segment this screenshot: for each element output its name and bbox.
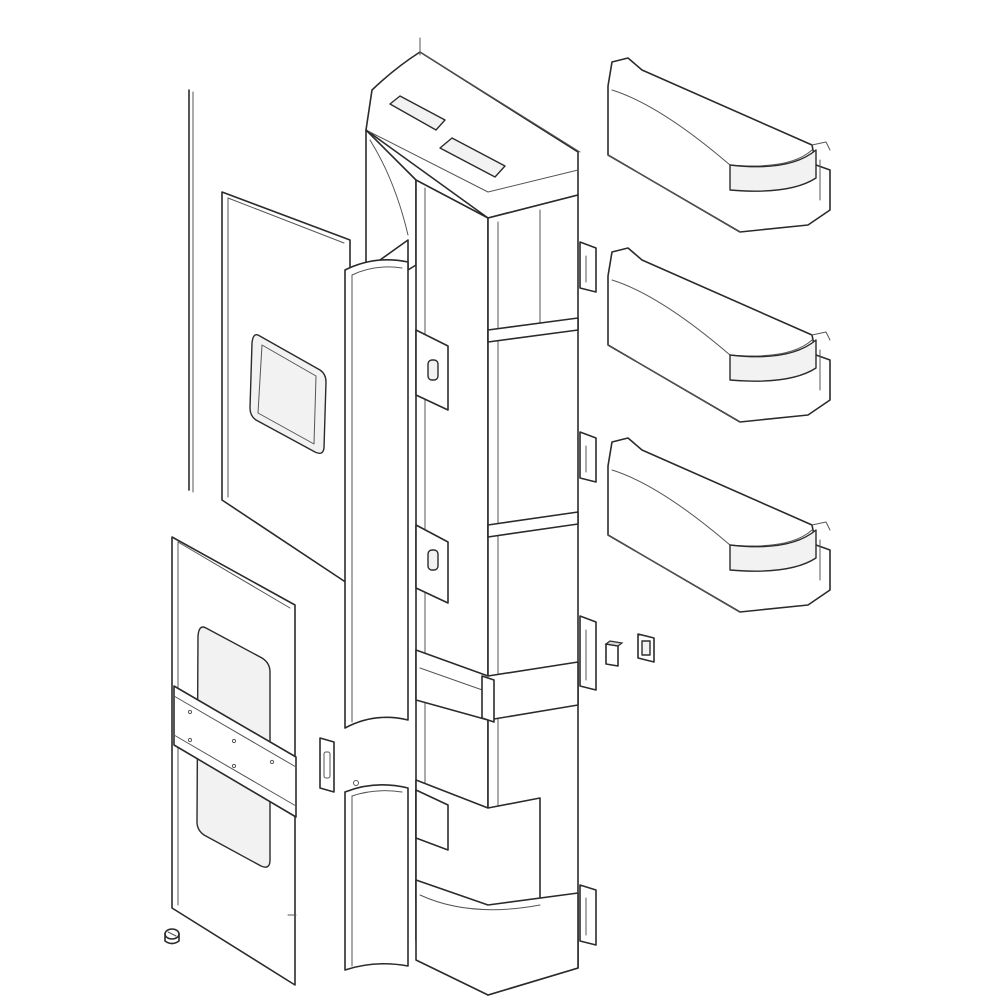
liner-cam-pad-3 bbox=[415, 789, 449, 851]
liner-clip-5 bbox=[481, 675, 495, 723]
liner-cam-pad-2 bbox=[415, 524, 449, 604]
door-bin-1 bbox=[607, 57, 831, 233]
door-bin-3 bbox=[607, 437, 831, 613]
door-bin-2 bbox=[607, 247, 831, 423]
upper-panel-window bbox=[249, 333, 327, 455]
top-cutout-right bbox=[439, 137, 506, 178]
lower-door-panel bbox=[171, 536, 297, 986]
liner-clip-4 bbox=[579, 884, 597, 946]
top-cutout-left bbox=[389, 95, 446, 131]
upper-trim-cover bbox=[344, 258, 409, 729]
door-rod bbox=[188, 89, 194, 493]
screw bbox=[164, 928, 180, 945]
lower-trim-cover bbox=[344, 784, 409, 971]
spacer-block-2 bbox=[637, 633, 655, 663]
upper-door-panel bbox=[221, 191, 351, 586]
liner-clip-3 bbox=[579, 615, 597, 691]
liner-clip-2 bbox=[579, 431, 597, 483]
liner-clip-1 bbox=[579, 241, 597, 293]
latch-piece bbox=[319, 737, 335, 793]
door-liner bbox=[365, 37, 597, 996]
small-screw-point bbox=[353, 780, 359, 786]
lower-panel-trim-strip bbox=[173, 685, 297, 818]
liner-cam-pad-1 bbox=[415, 329, 449, 411]
spacer-block-1 bbox=[604, 640, 624, 667]
